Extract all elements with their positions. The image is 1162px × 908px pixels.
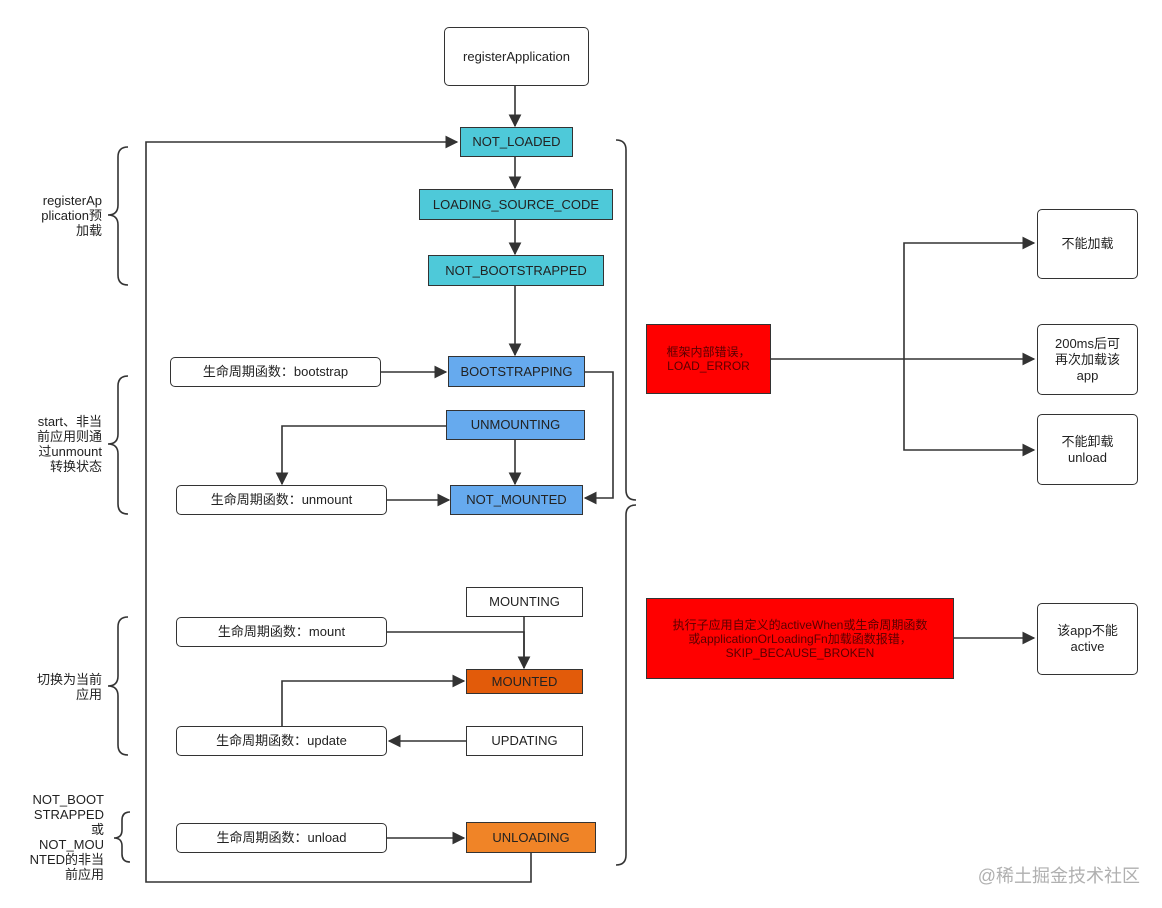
phase-switch-label: 切换为当前 应用 bbox=[10, 672, 102, 702]
state-loading-source-code: LOADING_SOURCE_CODE bbox=[419, 189, 613, 220]
outcome-retry: 200ms后可 再次加载该 app bbox=[1037, 324, 1138, 395]
phase-switch-text: 切换为当前 应用 bbox=[36, 672, 102, 702]
lifecycle-update: 生命周期函数：update bbox=[176, 726, 387, 756]
state-updating: UPDATING bbox=[466, 726, 583, 756]
outcome-cannot-load-text: 不能加载 bbox=[1061, 236, 1114, 251]
phase-start-label: start、非当 前应用则通 过unmount 转换状态 bbox=[10, 414, 102, 474]
lifecycle-mount: 生命周期函数：mount bbox=[176, 617, 387, 647]
watermark: @稀土掘金技术社区 bbox=[977, 866, 1140, 886]
state-not-loaded: NOT_LOADED bbox=[460, 127, 573, 157]
state-mounted: MOUNTED bbox=[466, 669, 583, 694]
brace-preload bbox=[107, 146, 129, 286]
brace-switch bbox=[107, 616, 129, 756]
outcome-inactive: 该app不能 active bbox=[1037, 603, 1138, 675]
state-not-mounted: NOT_MOUNTED bbox=[450, 485, 583, 515]
phase-unload-label: NOT_BOOT STRAPPED 或 NOT_MOU NTED的非当 前应用 bbox=[8, 792, 104, 882]
outcome-cannot-unload-text: 不能卸载 unload bbox=[1061, 433, 1114, 465]
state-not-bootstrapped: NOT_BOOTSTRAPPED bbox=[428, 255, 604, 286]
state-unmounting: UNMOUNTING bbox=[446, 410, 585, 440]
outcome-inactive-text: 该app不能 active bbox=[1057, 623, 1118, 654]
arrow-mount-fn-to-mounted bbox=[387, 631, 531, 670]
state-mounting: MOUNTING bbox=[466, 587, 583, 617]
lifecycle-bootstrap: 生命周期函数：bootstrap bbox=[170, 357, 381, 387]
state-bootstrapping: BOOTSTRAPPING bbox=[448, 356, 585, 387]
brace-right-lower bbox=[615, 504, 637, 866]
phase-unload-text: NOT_BOOT STRAPPED 或 NOT_MOU NTED的非当 前应用 bbox=[29, 792, 104, 882]
state-unloading: UNLOADING bbox=[466, 822, 596, 853]
arrow-load-error-to-cannot-unload bbox=[903, 359, 1036, 457]
brace-start bbox=[107, 375, 129, 515]
arrow-update-fn-to-mounted bbox=[281, 674, 466, 726]
load-error-text: 框架内部错误， LOAD_ERROR bbox=[666, 345, 751, 373]
arrow-unmounting-to-unmount-fn bbox=[275, 425, 446, 486]
arrow-bootstrapping-to-notmounted bbox=[583, 371, 614, 505]
outcome-retry-text: 200ms后可 再次加载该 app bbox=[1054, 335, 1121, 383]
brace-unload bbox=[113, 811, 131, 863]
skip-broken-box: 执行子应用自定义的activeWhen或生命周期函数 或applicationO… bbox=[646, 598, 954, 679]
phase-preload-text: registerAp plication预 加载 bbox=[41, 193, 102, 238]
outcome-cannot-unload: 不能卸载 unload bbox=[1037, 414, 1138, 485]
brace-right-upper bbox=[615, 139, 637, 501]
phase-start-text: start、非当 前应用则通 过unmount 转换状态 bbox=[36, 414, 102, 474]
phase-preload-label: registerAp plication预 加载 bbox=[10, 193, 102, 238]
arrow-load-error-to-cannot-load bbox=[903, 236, 1036, 359]
outcome-cannot-load: 不能加载 bbox=[1037, 209, 1138, 279]
arrow-unloading-loop bbox=[145, 135, 532, 883]
lifecycle-unload: 生命周期函数：unload bbox=[176, 823, 387, 853]
skip-broken-text: 执行子应用自定义的activeWhen或生命周期函数 或applicationO… bbox=[672, 617, 928, 660]
load-error-box: 框架内部错误， LOAD_ERROR bbox=[646, 324, 771, 394]
register-application-node: registerApplication bbox=[444, 27, 589, 86]
lifecycle-unmount: 生命周期函数：unmount bbox=[176, 485, 387, 515]
